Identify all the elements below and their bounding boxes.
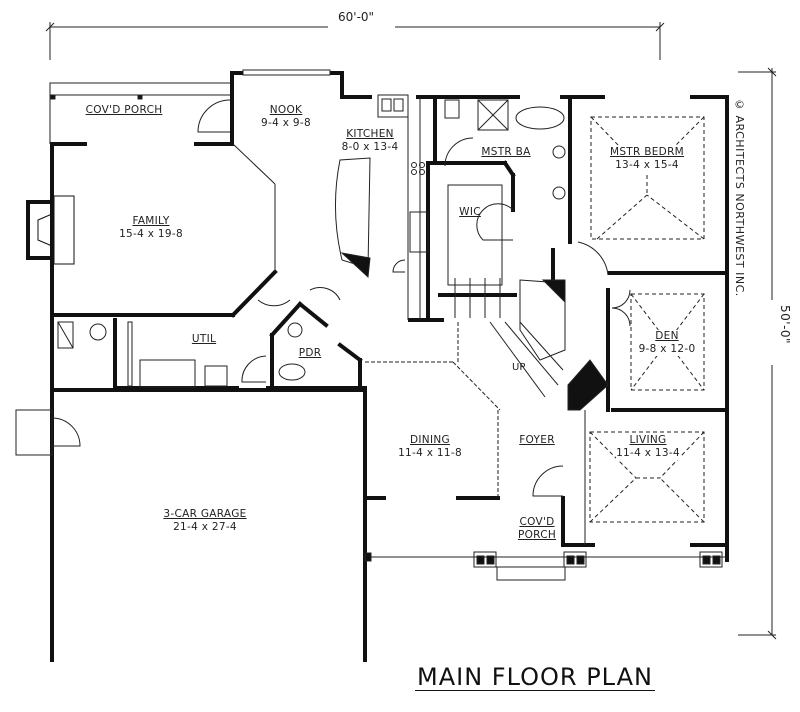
room-name: COV'D PORCH — [85, 104, 163, 116]
room-name: DINING — [410, 434, 450, 446]
room-front-porch: COV'D PORCH — [517, 516, 557, 542]
room-name: LIVING — [629, 434, 667, 446]
stairs-up-label: UP — [512, 362, 526, 373]
room-name: FOYER — [519, 434, 555, 446]
room-name: MSTR BA — [481, 146, 531, 158]
depth-dimension: 50'-0" — [778, 305, 792, 345]
room-name: UTIL — [191, 333, 217, 345]
room-mstr-ba: MSTR BA — [481, 146, 530, 159]
room-util: UTIL — [192, 333, 216, 346]
room-name: MSTR BEDRM — [609, 146, 685, 158]
room-name: FAMILY — [132, 215, 170, 227]
dimension-lines — [45, 22, 777, 640]
room-dim: 8-0 x 13-4 — [341, 141, 399, 153]
room-pdr: PDR — [299, 347, 322, 360]
room-name: PDR — [298, 347, 322, 359]
interior-details — [15, 69, 727, 581]
room-name: WIC — [459, 206, 481, 218]
room-dim: 9-8 x 12-0 — [638, 343, 696, 355]
room-dim: 13-4 x 15-4 — [615, 159, 679, 171]
room-name: COV'D PORCH — [517, 516, 557, 541]
room-dim: 9-4 x 9-8 — [261, 117, 311, 129]
room-dim: 11-4 x 13-4 — [616, 447, 680, 459]
walls — [50, 71, 729, 662]
room-foyer: FOYER — [519, 434, 555, 447]
width-dimension: 60'-0" — [338, 10, 375, 24]
fireplace — [26, 195, 75, 265]
room-dim: 15-4 x 19-8 — [119, 228, 183, 240]
plan-title: MAIN FLOOR PLAN — [415, 663, 655, 691]
room-rear-porch: COV'D PORCH — [86, 104, 163, 117]
room-dim: 21-4 x 27-4 — [173, 521, 237, 533]
room-name: DEN — [655, 330, 679, 342]
room-name: 3-CAR GARAGE — [163, 508, 247, 520]
room-name: KITCHEN — [346, 128, 394, 140]
stairs — [454, 278, 609, 411]
room-dim: 11-4 x 11-8 — [398, 447, 462, 459]
room-name: NOOK — [269, 104, 303, 116]
copyright-label: © ARCHITECTS NORTHWEST INC. — [733, 98, 746, 297]
room-wic: WIC — [459, 206, 481, 219]
